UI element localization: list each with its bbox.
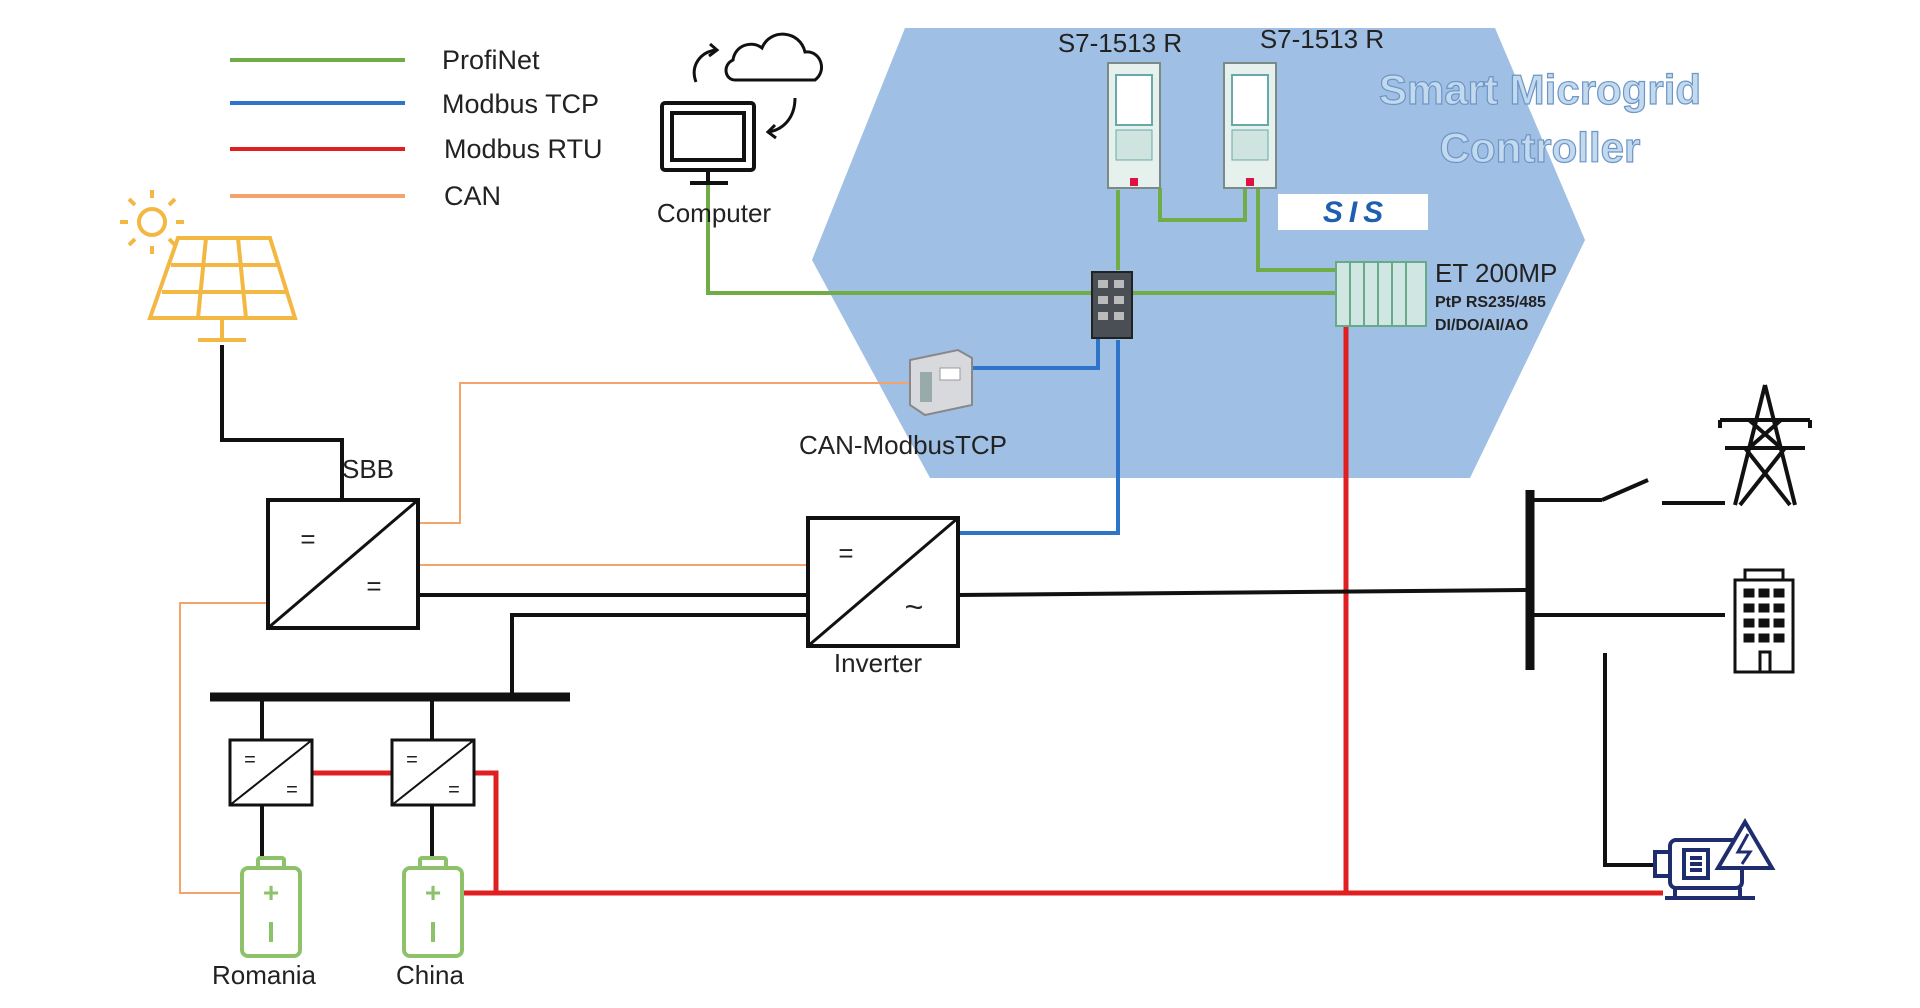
plc-1-label: S7-1513 R — [1058, 28, 1182, 58]
modbus-rtu-wires — [312, 325, 1663, 896]
sbb-dc-out-symbol: = — [366, 571, 381, 601]
modbus-tcp-wires — [958, 338, 1120, 535]
et200mp-sub2: DI/DO/AI/AO — [1435, 317, 1528, 334]
sis-logo-text: SIS — [1323, 196, 1389, 229]
sbb-label: SBB — [342, 454, 394, 484]
sis-logo: SIS — [1278, 194, 1428, 230]
inverter — [806, 516, 960, 648]
dcdc-2-out-symbol: = — [448, 779, 460, 801]
legend: ProfiNet Modbus TCP Modbus RTU CAN — [230, 45, 603, 211]
can-modbus-gateway-icon — [909, 348, 973, 417]
controller-title-line1: Smart Microgrid — [1379, 66, 1701, 113]
inverter-dc-symbol: = — [838, 538, 853, 568]
legend-modbus-rtu-label: Modbus RTU — [444, 134, 603, 164]
battery-romania-icon — [240, 856, 302, 958]
computer-label: Computer — [657, 198, 771, 228]
legend-can-label: CAN — [444, 181, 501, 211]
can-wires — [179, 382, 910, 894]
dcdc-2-in-symbol: = — [406, 749, 418, 771]
dcdc-converter-2 — [390, 738, 476, 807]
gateway-label: CAN-ModbusTCP — [799, 430, 1007, 460]
dcdc-1-out-symbol: = — [286, 779, 298, 801]
battery-china-label: China — [396, 960, 464, 990]
solar-panel-icon — [120, 190, 298, 342]
plc-1 — [1107, 62, 1161, 189]
battery-romania-label: Romania — [212, 960, 317, 990]
cloud-icon — [692, 32, 823, 140]
inverter-ac-symbol: ~ — [905, 589, 924, 625]
legend-modbus-tcp-label: Modbus TCP — [442, 89, 599, 119]
dcdc-1-in-symbol: = — [244, 749, 256, 771]
plc-2-label: S7-1513 R — [1260, 24, 1384, 54]
power-wires — [210, 345, 1725, 867]
et200mp-module — [1335, 261, 1427, 327]
sbb-converter — [266, 498, 420, 630]
plc-2 — [1223, 62, 1277, 189]
legend-profinet-label: ProfiNet — [442, 45, 540, 75]
power-tower-icon — [1718, 384, 1812, 507]
sbb-dc-in-symbol: = — [300, 524, 315, 554]
battery-romania-plus: + — [263, 877, 279, 908]
battery-china-plus: + — [425, 877, 441, 908]
controller-region — [812, 28, 1585, 478]
network-switch-icon — [1091, 271, 1133, 339]
controller-title-line2: Controller — [1440, 124, 1641, 171]
computer-icon — [660, 101, 756, 185]
dcdc-converter-1 — [228, 738, 314, 807]
et200mp-sub1: PtP RS235/485 — [1435, 294, 1546, 311]
battery-china-icon — [402, 856, 464, 958]
et200mp-label: ET 200MP — [1435, 258, 1557, 288]
generator-icon — [1653, 818, 1776, 900]
building-icon — [1733, 568, 1795, 674]
inverter-label: Inverter — [834, 648, 922, 678]
